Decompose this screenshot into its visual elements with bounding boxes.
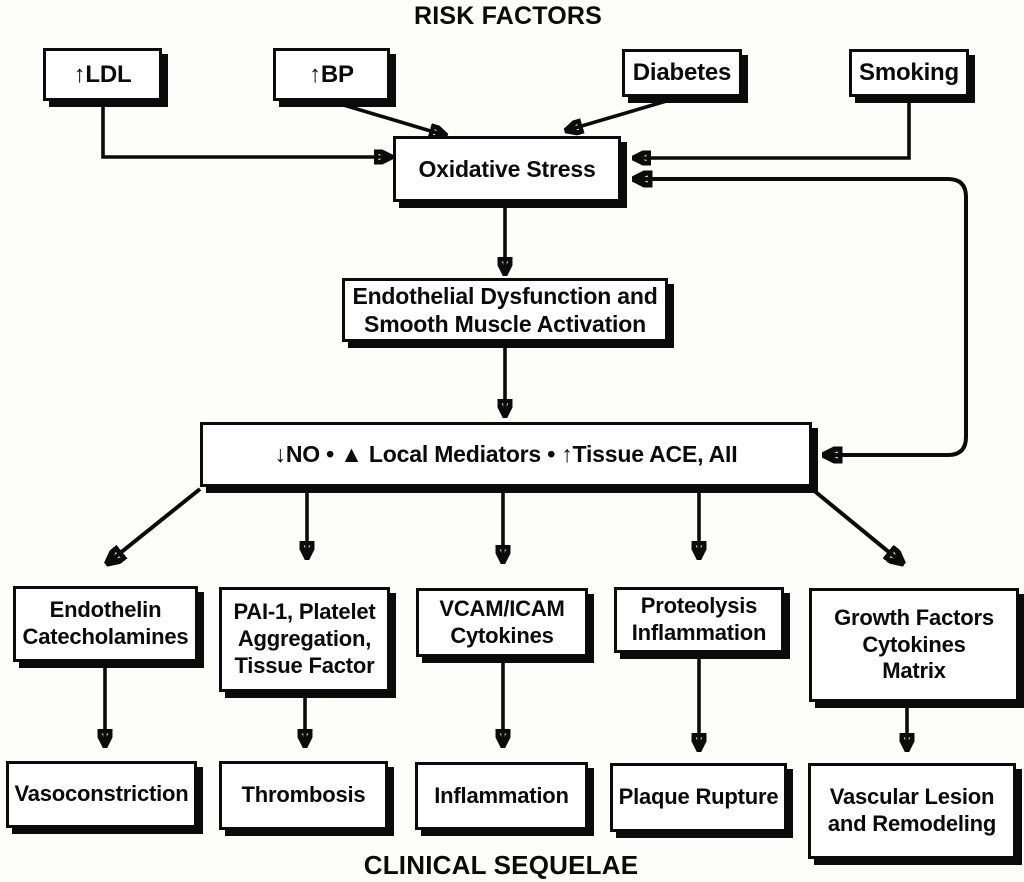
node-vascular-lesion-remodeling: Vascular Lesion and Remodeling — [808, 763, 1016, 859]
node-diabetes: Diabetes — [622, 49, 742, 97]
node-vasoconstriction: Vasoconstriction — [6, 761, 197, 828]
arrow-smoking-to-oxidative-stress — [636, 97, 911, 158]
node-proteolysis-inflammation: Proteolysis Inflammation — [614, 587, 784, 653]
node-thrombosis: Thrombosis — [219, 761, 388, 830]
diagram-footer-clinical-sequelae: CLINICAL SEQUELAE — [363, 850, 639, 880]
node-ldl: ↑LDL — [43, 48, 162, 101]
node-smoking: Smoking — [849, 49, 969, 97]
arrow-mediators-to-growth-factors — [810, 487, 901, 562]
arrow-ldl-to-oxidative-stress — [101, 101, 389, 157]
node-oxidative-stress: Oxidative Stress — [393, 136, 621, 202]
diagram-title-risk-factors: RISK FACTORS — [413, 2, 603, 30]
arrow-diabetes-to-oxidative-stress — [568, 95, 681, 130]
arrow-bp-to-oxidative-stress — [336, 101, 444, 135]
arrow-feedback-loop-mediators-oxidative-stress — [636, 179, 968, 455]
node-bp: ↑BP — [273, 48, 390, 101]
node-pai1-platelet-aggregation: PAI-1, Platelet Aggregation, Tissue Fact… — [219, 587, 390, 692]
arrow-mediators-to-endothelin — [109, 487, 202, 562]
node-local-mediators: ↓NO • ▲ Local Mediators • ↑Tissue ACE, A… — [200, 422, 812, 487]
node-plaque-rupture: Plaque Rupture — [610, 763, 787, 832]
node-inflammation: Inflammation — [415, 762, 588, 830]
node-vcam-icam-cytokines: VCAM/ICAM Cytokines — [416, 588, 588, 657]
node-growth-factors-cytokines-matrix: Growth Factors Cytokines Matrix — [809, 588, 1019, 702]
node-endothelial-dysfunction: Endothelial Dysfunction and Smooth Muscl… — [342, 278, 668, 342]
node-endothelin-catecholamines: Endothelin Catecholamines — [13, 586, 198, 662]
